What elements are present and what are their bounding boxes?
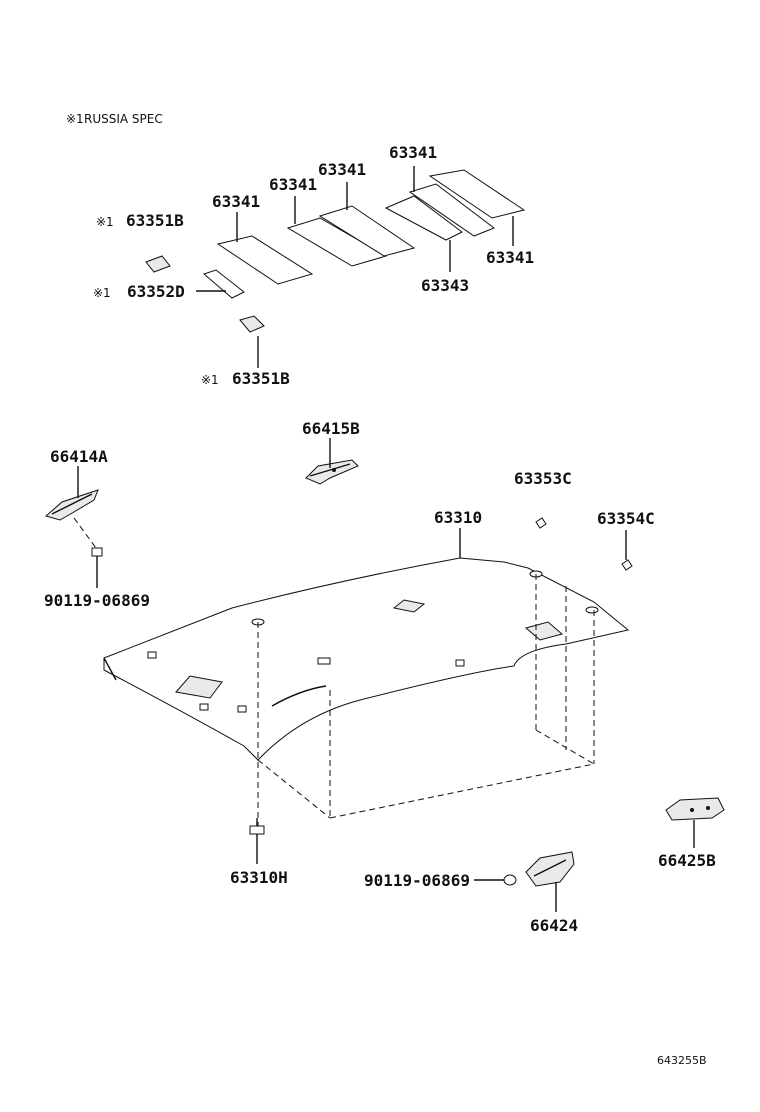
pad-63351b-bottom[interactable]: [239, 315, 265, 333]
pad-63341-a[interactable]: [216, 235, 314, 285]
label-63341-e: 63341: [486, 248, 534, 267]
headlining-63310[interactable]: [103, 557, 630, 761]
bracket-66425b[interactable]: [665, 797, 725, 821]
label-63351b-top: 63351B: [126, 211, 184, 230]
label-90119-bottom: 90119-06869: [364, 871, 470, 890]
label-63310h: 63310H: [230, 868, 288, 887]
pad-63341-b[interactable]: [286, 217, 388, 267]
label-63354c: 63354C: [597, 509, 655, 528]
clip-63310h[interactable]: [249, 818, 265, 835]
pad-63341-c[interactable]: [318, 205, 416, 257]
label-63352d: 63352D: [127, 282, 185, 301]
pad-63341-e[interactable]: [428, 169, 526, 219]
bracket-66424[interactable]: [525, 851, 575, 887]
bracket-66414a[interactable]: [44, 489, 99, 521]
label-63341-c: 63341: [318, 160, 366, 179]
note-text: RUSSIA SPEC: [84, 112, 163, 126]
pad-63352d[interactable]: [203, 269, 245, 299]
label-63341-b: 63341: [269, 175, 317, 194]
leader-lines-top: [196, 166, 514, 368]
screw-90119-bottom[interactable]: [503, 874, 517, 886]
label-66424: 66424: [530, 916, 578, 935]
label-66414a: 66414A: [50, 447, 108, 466]
label-63353c: 63353C: [514, 469, 572, 488]
label-66425b: 66425B: [658, 851, 716, 870]
label-66415b: 66415B: [302, 419, 360, 438]
screw-90119-left[interactable]: [91, 547, 103, 564]
clip-63354c[interactable]: [621, 559, 633, 571]
pad-63351b-top[interactable]: [145, 255, 171, 273]
label-63343: 63343: [421, 276, 469, 295]
marker-3: ※1: [201, 373, 219, 387]
insulation-pads: [145, 169, 526, 333]
pad-63343[interactable]: [384, 195, 463, 241]
label-63341-a: 63341: [212, 192, 260, 211]
label-63341-d: 63341: [389, 143, 437, 162]
label-63310: 63310: [434, 508, 482, 527]
bracket-66415b[interactable]: [305, 459, 359, 485]
note-marker: ※1: [66, 112, 84, 126]
label-90119-left: 90119-06869: [44, 591, 150, 610]
pad-63341-d[interactable]: [408, 183, 496, 237]
label-63351b-bottom: 63351B: [232, 369, 290, 388]
marker-1: ※1: [96, 215, 114, 229]
diagram-code: 643255B: [657, 1054, 707, 1067]
marker-2: ※1: [93, 286, 111, 300]
installation-guide-lines: [257, 574, 595, 830]
clip-63353c[interactable]: [535, 517, 547, 529]
